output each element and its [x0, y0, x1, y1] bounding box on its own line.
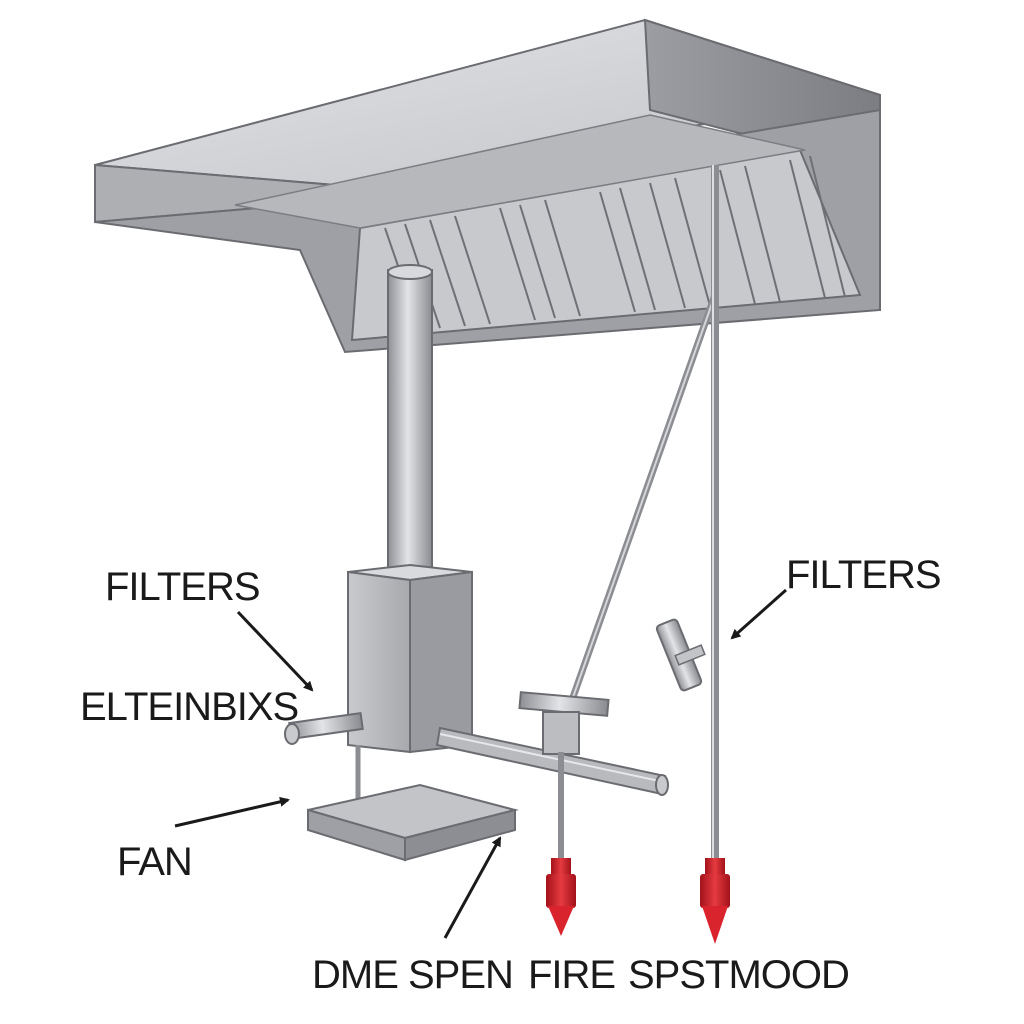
hood-canopy	[94, 18, 881, 354]
nozzle-right	[700, 858, 730, 944]
arrow-dme-spen	[443, 836, 502, 939]
left-stub-pipe	[284, 711, 364, 745]
label-spstmood: SPSTMOOD	[628, 953, 849, 997]
label-filters-right: FILTERS	[786, 553, 941, 597]
base-plate	[307, 783, 519, 862]
nozzle-left	[546, 858, 576, 936]
arrow-filters-left	[236, 610, 314, 692]
tee-fitting	[518, 691, 610, 755]
arrow-fan	[174, 796, 290, 828]
vertical-duct	[387, 264, 433, 571]
label-elteinbixs: ELTEINBIXS	[80, 685, 298, 729]
label-fan: FAN	[117, 840, 192, 884]
horizontal-pipe	[435, 726, 669, 796]
fan-box	[347, 563, 473, 754]
label-dme-spen: DME SPEN	[312, 953, 513, 997]
hood-inner-top	[234, 114, 806, 229]
label-fire: FIRE	[528, 953, 615, 997]
valve-fitting	[655, 618, 706, 692]
arrow-filters-right	[730, 588, 787, 640]
label-filters-left: FILTERS	[105, 565, 260, 609]
callout-arrows	[174, 588, 787, 939]
